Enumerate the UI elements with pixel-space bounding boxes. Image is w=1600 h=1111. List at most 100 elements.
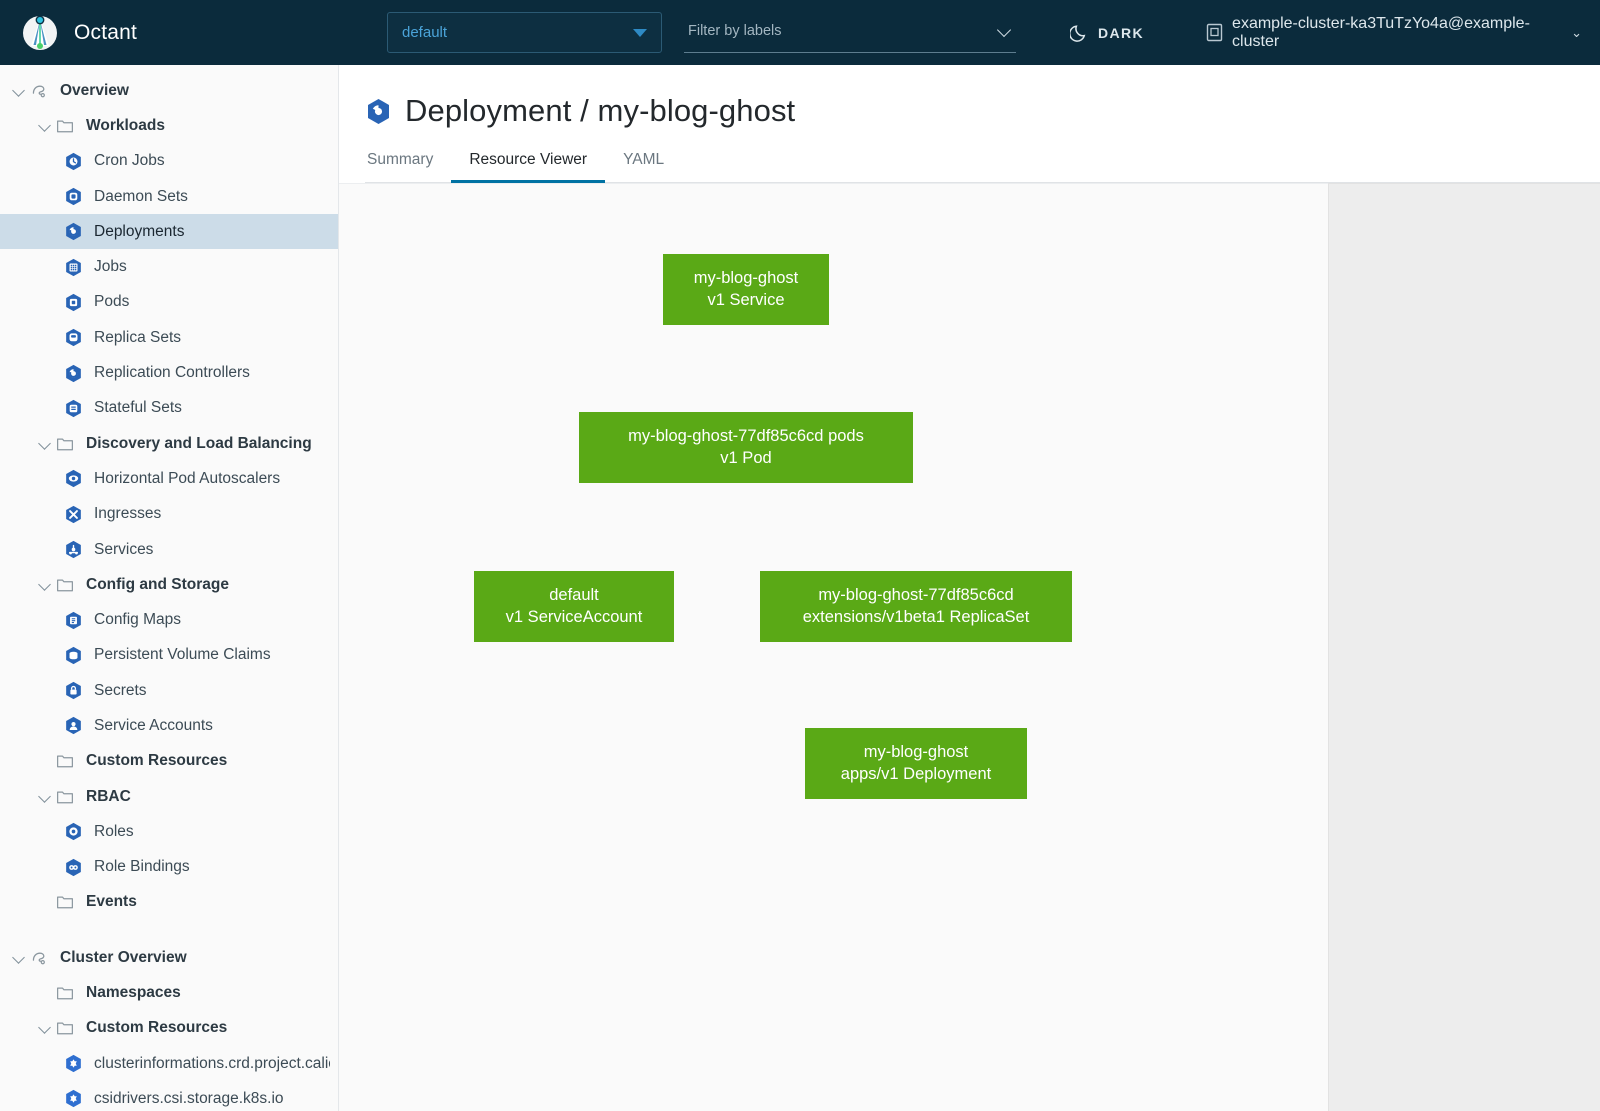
sidebar-item-label: Config Maps (94, 611, 182, 629)
resource-graph-canvas[interactable]: my-blog-ghost v1 Service my-blog-ghost-77d… (339, 183, 1328, 1111)
tab-yaml[interactable]: YAML (623, 151, 665, 168)
sidebar-item-pods[interactable]: Pods (0, 285, 338, 320)
sidebar-item-events[interactable]: Events (0, 885, 338, 920)
detail-side-panel[interactable] (1328, 183, 1600, 1111)
sidebar-item-workloads[interactable]: Workloads (0, 108, 338, 143)
statefulset-icon (62, 397, 84, 419)
graph-node-name: my-blog-ghost-77df85c6cd pods (628, 426, 864, 445)
label-filter-placeholder: Filter by labels (688, 22, 782, 39)
sidebar-item-label: Workloads (86, 116, 165, 134)
pvc-icon (62, 644, 84, 666)
chevron-down-icon[interactable] (10, 949, 28, 967)
sidebar-item-label: Custom Resources (86, 752, 228, 770)
sidebar-item-label: Horizontal Pod Autoscalers (94, 469, 281, 487)
folder-icon (54, 115, 76, 137)
sidebar-item-label: Jobs (94, 258, 127, 276)
sidebar-item-config-and-storage[interactable]: Config and Storage (0, 567, 338, 602)
sidebar-item-persistent-volume-claims[interactable]: Persistent Volume Claims (0, 638, 338, 673)
sidebar-item-cluster-overview[interactable]: Cluster Overview (0, 940, 338, 975)
sidebar-item-role-bindings[interactable]: Role Bindings (0, 850, 338, 885)
namespace-select[interactable]: default (387, 12, 662, 53)
serviceaccount-icon (62, 715, 84, 737)
replicationcontroller-icon (62, 362, 84, 384)
sidebar-item-services[interactable]: Services (0, 532, 338, 567)
sidebar-item-overview[interactable]: Overview (0, 73, 338, 108)
dark-mode-label: DARK (1098, 24, 1145, 41)
sidebar-spacer (0, 920, 338, 940)
tab-bar[interactable]: Summary Resource Viewer YAML (365, 150, 1600, 183)
overview-icon (28, 947, 50, 969)
sidebar-item-jobs[interactable]: Jobs (0, 249, 338, 284)
sidebar-item-cron-jobs[interactable]: Cron Jobs (0, 144, 338, 179)
sidebar-item-deployments[interactable]: Deployments (0, 214, 338, 250)
label-filter-input[interactable]: Filter by labels (684, 12, 1016, 53)
sidebar-item-label: Namespaces (86, 984, 181, 1002)
sidebar-item-namespaces[interactable]: Namespaces (0, 975, 338, 1010)
sidebar-item-discovery-and-load-balancing[interactable]: Discovery and Load Balancing (0, 426, 338, 461)
sidebar-item-custom-resources[interactable]: Custom Resources (0, 1011, 338, 1046)
sidebar-item-config-maps[interactable]: Config Maps (0, 602, 338, 637)
sidebar-item-label: Deployments (94, 222, 185, 240)
chevron-down-icon[interactable] (36, 1019, 54, 1037)
chevron-down-icon[interactable] (36, 117, 54, 135)
sidebar-item-label: Role Bindings (94, 858, 190, 876)
sidebar-item-clusterinformations-crd-project-calico-org[interactable]: clusterinformations.crd.project.calico.o… (0, 1046, 338, 1081)
namespace-value: default (402, 24, 448, 41)
sidebar-item-replica-sets[interactable]: Replica Sets (0, 320, 338, 355)
sidebar-item-stateful-sets[interactable]: Stateful Sets (0, 391, 338, 426)
cluster-caret-icon[interactable]: ⌄ (1571, 24, 1582, 40)
ingress-icon (62, 503, 84, 525)
sidebar-item-label: Discovery and Load Balancing (86, 434, 312, 452)
moon-icon (1069, 23, 1089, 42)
sidebar-item-rbac[interactable]: RBAC (0, 779, 338, 814)
cluster-picker[interactable]: example-cluster-ka3TuTzYo4a@example-clus… (1206, 15, 1582, 51)
sidebar-item-label: Pods (94, 293, 130, 311)
graph-node-kind: v1 Pod (720, 448, 772, 467)
folder-icon (54, 433, 76, 455)
graph-node-name: my-blog-ghost (693, 268, 799, 287)
sidebar-item-ingresses[interactable]: Ingresses (0, 497, 338, 532)
chevron-down-icon[interactable] (10, 82, 28, 100)
sidebar-item-service-accounts[interactable]: Service Accounts (0, 708, 338, 743)
sidebar-item-label: Persistent Volume Claims (94, 646, 271, 664)
sidebar-item-roles[interactable]: Roles (0, 814, 338, 849)
role-icon (62, 821, 84, 843)
graph-node-name: my-blog-ghost-77df85c6cd (818, 585, 1014, 604)
tab-summary[interactable]: Summary (367, 151, 434, 168)
dark-mode-toggle[interactable]: DARK (1069, 23, 1145, 42)
folder-icon (54, 1017, 76, 1039)
sidebar-item-label: Cluster Overview (60, 948, 187, 966)
sidebar-item-csidrivers-csi-storage-k8s-io[interactable]: csidrivers.csi.storage.k8s.io (0, 1081, 338, 1111)
folder-icon (54, 982, 76, 1004)
brand[interactable]: Octant (20, 13, 365, 53)
tab-resource-viewer[interactable]: Resource Viewer (451, 151, 606, 183)
deployment-icon (365, 98, 392, 125)
graph-node-svc[interactable]: my-blog-ghost v1 Service (663, 254, 829, 325)
chevron-down-icon[interactable] (36, 435, 54, 453)
resource-viewer: my-blog-ghost v1 Service my-blog-ghost-77d… (339, 183, 1600, 1111)
sidebar-item-horizontal-pod-autoscalers[interactable]: Horizontal Pod Autoscalers (0, 461, 338, 496)
sidebar-item-daemon-sets[interactable]: Daemon Sets (0, 179, 338, 214)
sidebar-item-label: Overview (60, 81, 129, 99)
cluster-name: example-cluster-ka3TuTzYo4a@example-clus… (1232, 14, 1530, 50)
sidebar-item-replication-controllers[interactable]: Replication Controllers (0, 355, 338, 390)
sidebar-item-secrets[interactable]: Secrets (0, 673, 338, 708)
sidebar-item-label: csidrivers.csi.storage.k8s.io (94, 1089, 284, 1107)
chevron-down-icon[interactable] (999, 24, 1012, 37)
graph-node-pod[interactable]: my-blog-ghost-77df85c6cd pods v1 Pod (579, 412, 913, 483)
sidebar-item-custom-resources[interactable]: Custom Resources (0, 744, 338, 779)
hpa-icon (62, 468, 84, 490)
folder-icon (54, 891, 76, 913)
chevron-down-icon[interactable] (36, 788, 54, 806)
chevron-down-icon[interactable] (36, 576, 54, 594)
cluster-icon (1206, 23, 1223, 42)
sidebar-item-label: Custom Resources (86, 1019, 228, 1037)
graph-node-kind: v1 Service (707, 290, 785, 309)
graph-node-kind: apps/v1 Deployment (840, 764, 992, 783)
